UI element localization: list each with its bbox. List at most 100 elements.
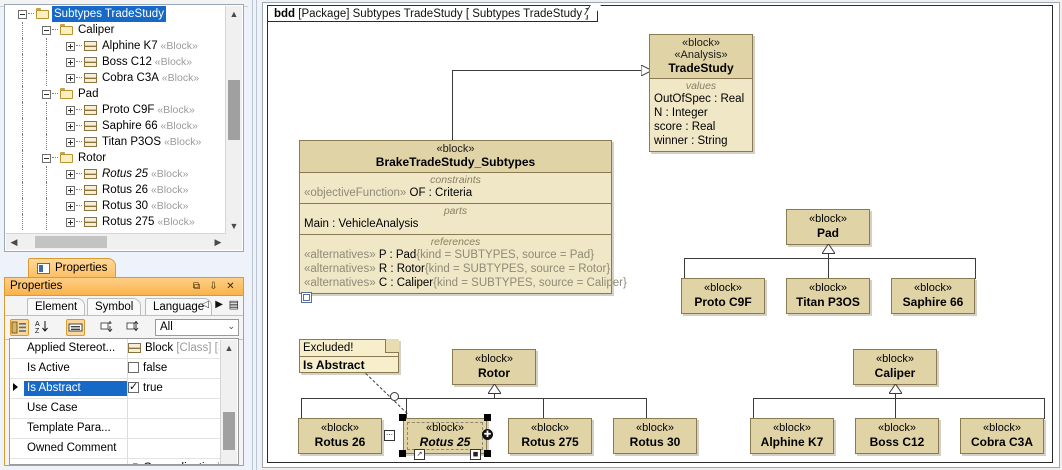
collapse-toggle-icon[interactable] <box>42 26 51 35</box>
tree-item[interactable]: Rotus 275 «Block» <box>6 214 227 230</box>
property-value[interactable] <box>128 401 219 416</box>
block-cobra-c3a[interactable]: «block» Cobra C3A <box>960 418 1044 454</box>
tree-item[interactable]: Caliper <box>6 22 227 38</box>
tab-next-icon[interactable]: ▶ <box>215 299 223 310</box>
property-value[interactable] <box>128 441 219 456</box>
tree-item[interactable]: Pad <box>6 86 227 102</box>
block-rotus-25[interactable]: «block» Rotus 25 <box>403 418 487 454</box>
tab-prev-icon[interactable]: ◁ <box>201 299 209 310</box>
tab-list-icon[interactable]: ▤ <box>228 299 239 311</box>
collapse-toggle-icon[interactable] <box>42 90 51 99</box>
tree-vscroll-thumb[interactable] <box>228 80 240 140</box>
properties-window-tab[interactable]: Properties <box>28 258 116 278</box>
tree-horizontal-scrollbar[interactable]: ◀ ▶ <box>6 233 226 250</box>
block-caliper[interactable]: «block» Caliper <box>853 349 937 385</box>
block-rotor[interactable]: «block» Rotor <box>452 349 536 385</box>
pin-icon[interactable]: ⇩ <box>209 281 218 292</box>
property-row[interactable]: Applied Stereot...Block [Class] [Sys <box>10 339 221 359</box>
resize-handle-ne[interactable] <box>484 414 491 421</box>
expand-toggle-icon[interactable] <box>66 202 75 211</box>
checkbox-checked-icon[interactable] <box>128 381 139 395</box>
property-filter-select[interactable]: All ⌄ <box>155 319 239 336</box>
props-vscroll-thumb[interactable] <box>223 412 235 450</box>
expand-toggle-icon[interactable] <box>66 74 75 83</box>
tree-hscroll-thumb[interactable] <box>35 236 107 248</box>
block-alphine-k7[interactable]: «block» Alphine K7 <box>750 418 834 454</box>
block-pad[interactable]: «block» Pad <box>786 209 870 245</box>
scroll-down-icon[interactable]: ▼ <box>229 221 239 231</box>
collapse-toggle-icon[interactable] <box>18 10 27 19</box>
property-value[interactable]: Block [Class] [Sys <box>128 341 219 356</box>
tree-item[interactable]: Rotus 30 «Block» <box>6 198 227 214</box>
props-scroll-up-icon[interactable]: ▲ <box>224 343 234 353</box>
property-value[interactable] <box>128 421 219 436</box>
group-properties-icon[interactable] <box>10 319 29 336</box>
tree-item[interactable]: Rotor <box>6 150 227 166</box>
block-tradestudy[interactable]: «block» «Analysis» TradeStudy values Out… <box>649 34 753 152</box>
property-row[interactable]: Use Case <box>10 399 221 419</box>
property-row[interactable]: Is Abstracttrue <box>10 379 221 399</box>
diagram-indicator-icon[interactable] <box>301 292 312 303</box>
property-row[interactable]: Owned Comment <box>10 439 221 459</box>
collapse-toggle-icon[interactable] <box>42 154 51 163</box>
expand-toggle-icon[interactable] <box>66 218 75 227</box>
property-value[interactable]: Generalization[Tra <box>128 461 219 464</box>
property-row[interactable]: Generalization[Tra <box>10 459 221 464</box>
expand-toggle-icon[interactable] <box>66 170 75 179</box>
block-boss-c12[interactable]: «block» Boss C12 <box>855 418 939 454</box>
tab-language[interactable]: Language <box>145 298 213 315</box>
tab-element[interactable]: Element <box>27 298 86 315</box>
scroll-left-icon[interactable]: ◀ <box>10 237 18 247</box>
add-related-icon[interactable]: ✚ <box>482 429 493 440</box>
scroll-up-icon[interactable]: ▲ <box>229 9 239 19</box>
property-row[interactable]: Template Para... <box>10 419 221 439</box>
block-rotus-30[interactable]: «block» Rotus 30 <box>613 418 697 454</box>
tree-item[interactable]: Rotus 25 «Block» <box>6 166 227 182</box>
block-rotus-275[interactable]: «block» Rotus 275 <box>508 418 592 454</box>
panel-splitter[interactable] <box>248 0 260 470</box>
block-braketradestudy-subtypes[interactable]: «block» BrakeTradeStudy_Subtypes constra… <box>299 140 627 294</box>
comment-note[interactable]: Excluded! Is Abstract <box>299 339 399 373</box>
tree-item[interactable]: Cobra C3A «Block» <box>6 70 227 86</box>
tree-item[interactable]: Boss C12 «Block» <box>6 54 227 70</box>
block-saphire-66[interactable]: «block» Saphire 66 <box>891 278 975 314</box>
tree-item[interactable]: Rotus 26 «Block» <box>6 182 227 198</box>
resize-handle-sw[interactable] <box>399 450 406 457</box>
diagram-canvas[interactable]: bdd [Package] Subtypes TradeStudy [ Subt… <box>262 2 1060 468</box>
properties-vertical-scrollbar[interactable]: ▲ <box>220 340 237 464</box>
property-value[interactable]: true <box>128 381 219 396</box>
expand-toggle-icon[interactable] <box>66 106 75 115</box>
tree-item[interactable]: Titan P3OS «Block» <box>6 134 227 150</box>
tree-item[interactable]: Proto C9F «Block» <box>6 102 227 118</box>
properties-table[interactable]: Applied Stereot...Block [Class] [SysIs A… <box>9 338 239 465</box>
scroll-right-icon[interactable]: ▶ <box>214 237 222 247</box>
block-rotus-26[interactable]: «block» Rotus 26 <box>298 418 382 454</box>
tab-symbol[interactable]: Symbol <box>87 298 142 315</box>
expand-toggle-icon[interactable] <box>66 186 75 195</box>
compartment-icon[interactable]: ◼ <box>470 449 481 460</box>
expand-all-icon[interactable] <box>100 319 119 336</box>
resize-handle-se[interactable] <box>484 450 491 457</box>
tree-item[interactable]: Saphire 66 «Block» <box>6 118 227 134</box>
tree-item[interactable]: Alphine K7 «Block» <box>6 38 227 54</box>
show-description-icon[interactable] <box>66 319 85 336</box>
block-proto-c9f[interactable]: «block» Proto C9F <box>681 278 765 314</box>
collapse-all-icon[interactable] <box>126 319 145 336</box>
expand-toggle-icon[interactable] <box>66 122 75 131</box>
nested-diagram-icon[interactable]: ↗ <box>414 449 425 460</box>
float-icon[interactable]: ⧉ <box>192 281 201 292</box>
resize-handle-nw[interactable] <box>399 414 406 421</box>
checkbox-unchecked-icon[interactable] <box>128 362 139 373</box>
expand-toggle-icon[interactable] <box>66 138 75 147</box>
expand-toggle-icon[interactable] <box>66 42 75 51</box>
tree-item[interactable]: Subtypes TradeStudy <box>6 6 227 22</box>
property-value[interactable]: false <box>128 361 219 376</box>
tree-vertical-scrollbar[interactable]: ▲ ▼ <box>225 6 242 234</box>
quick-properties-icon[interactable]: ⋯ <box>384 430 395 441</box>
block-titan-p3os[interactable]: «block» Titan P3OS <box>786 278 870 314</box>
close-icon[interactable]: ✕ <box>226 281 235 292</box>
expand-toggle-icon[interactable] <box>66 58 75 67</box>
